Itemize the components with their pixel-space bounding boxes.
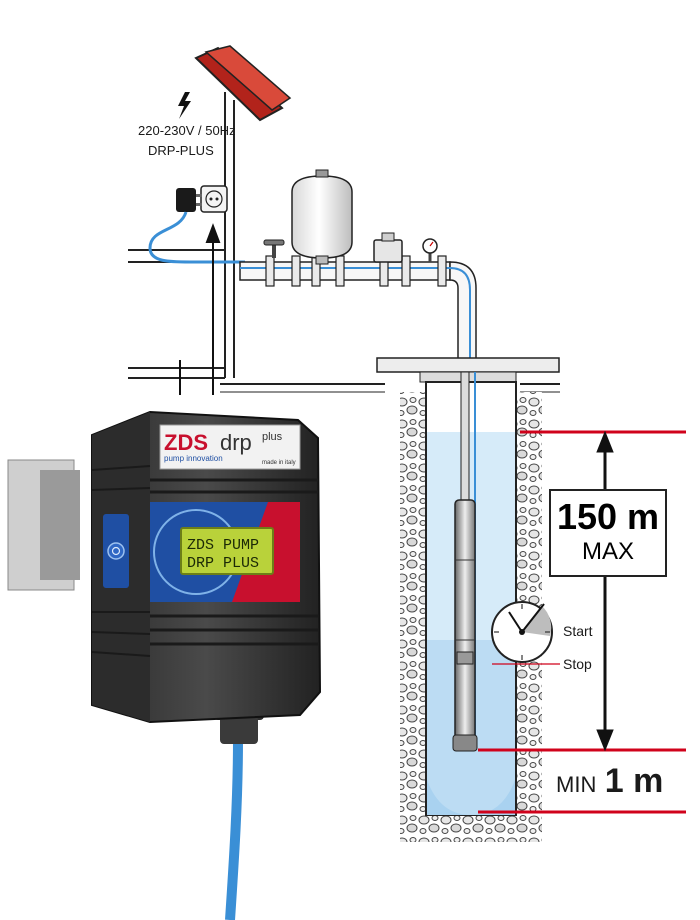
- brand-tagline: pump innovation: [164, 454, 223, 463]
- max-depth-caption: MAX: [581, 538, 634, 565]
- valve: [263, 239, 285, 258]
- max-depth-box: 150 m MAX: [549, 489, 667, 577]
- timer-clock-icon: [491, 601, 553, 663]
- lcd-line-2: DRP PLUS: [187, 555, 259, 572]
- voltage-label: 220-230V / 50Hz: [138, 123, 236, 138]
- gravel-bottom: [400, 815, 542, 842]
- level-lines: [478, 430, 686, 814]
- power-cable: [148, 211, 245, 264]
- origin-label: made in italy: [262, 460, 296, 466]
- pressure-tank: [291, 169, 353, 265]
- max-depth-value: 150 m: [556, 496, 660, 537]
- timer-start-label: Start: [563, 623, 593, 639]
- controller-wall-mount: [7, 459, 80, 591]
- lcd-line-1: ZDS PUMP: [187, 537, 259, 554]
- min-depth-label: MIN 1 m: [556, 762, 663, 801]
- min-depth-value: 1 m: [604, 762, 664, 800]
- wall-socket: [200, 185, 228, 213]
- lightning-icon: [178, 92, 191, 119]
- roof: [194, 45, 292, 122]
- power-plug: [176, 188, 202, 212]
- signal-arrows: [179, 223, 221, 395]
- drp-plus-controller: [91, 410, 322, 724]
- power-button-icon[interactable]: [107, 542, 125, 560]
- flow-switch: [373, 232, 403, 263]
- submersible-pump: [452, 371, 478, 752]
- brand-logo: ZDS: [164, 430, 208, 455]
- product-logo: drp: [220, 430, 252, 455]
- product-logo-suffix: plus: [262, 431, 283, 443]
- timer-stop-label: Stop: [563, 656, 592, 672]
- house-wall: [128, 92, 235, 379]
- model-label: DRP-PLUS: [148, 143, 214, 158]
- gravel-left: [400, 392, 426, 842]
- min-depth-prefix: MIN: [556, 772, 597, 797]
- depth-arrow: [596, 430, 614, 752]
- delivery-pipe: [239, 255, 477, 363]
- pressure-gauge: [422, 238, 438, 262]
- controller-cable: [225, 739, 243, 920]
